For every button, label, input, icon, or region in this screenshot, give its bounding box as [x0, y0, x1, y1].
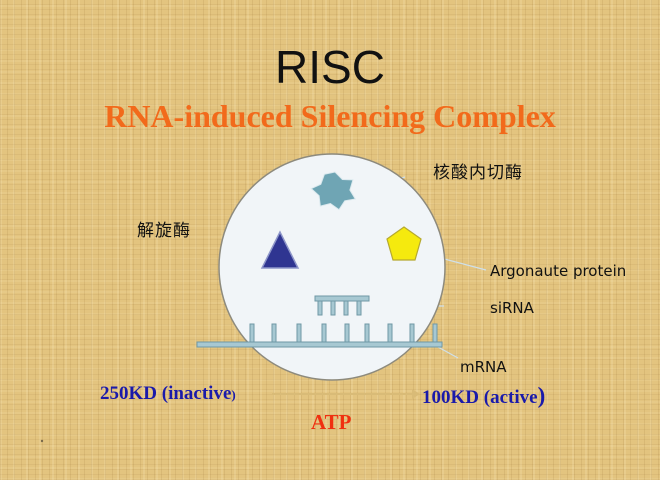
mrna-label: mRNA	[460, 358, 507, 376]
atp-label: ATP	[311, 410, 352, 434]
inactive-state-label: 250KD (inactive)	[100, 383, 236, 405]
argonaute-label: Argonaute protein	[490, 262, 627, 280]
mrna-strand	[196, 323, 443, 348]
mrna-pointer	[437, 346, 459, 359]
endonuclease-star-icon	[310, 171, 357, 211]
inactive-state-paren: )	[231, 387, 236, 402]
active-state-text: 100KD (active	[422, 387, 538, 408]
active-state-paren: )	[537, 383, 546, 408]
sirna-label: siRNA	[490, 299, 534, 317]
page-subtitle: RNA-induced Silencing Complex	[104, 98, 556, 134]
helicase-label: 解旋酶	[137, 221, 191, 241]
sirna-strand	[314, 295, 370, 316]
active-state-label: 100KD (active)	[422, 383, 545, 409]
argonaute-pentagon-icon	[386, 226, 422, 261]
atp-arrowhead-icon	[412, 389, 420, 399]
inactive-state-text: 250KD (inactive	[100, 383, 232, 404]
speck	[40, 439, 44, 443]
page-title: RISC	[275, 41, 385, 93]
helicase-triangle-icon	[260, 230, 300, 269]
endonuclease-label: 核酸内切酶	[433, 163, 523, 183]
